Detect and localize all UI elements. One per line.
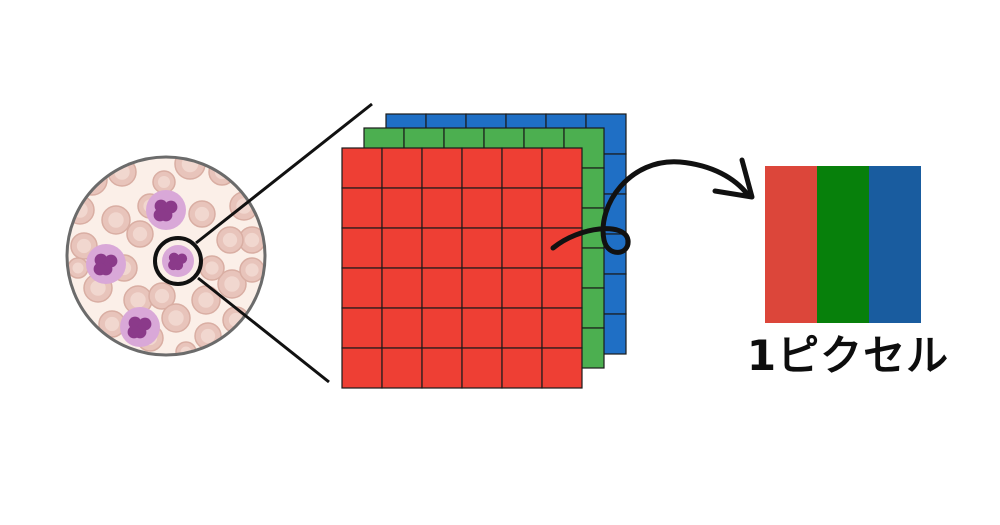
red-blood-cell-center [168, 310, 184, 326]
arrow-head [712, 157, 755, 200]
pixel-cell-red [541, 187, 583, 229]
pixel-cell-red [501, 147, 543, 189]
pixel-cell-red [341, 187, 383, 229]
red-blood-cell-center [76, 238, 92, 254]
red-blood-cell-center [130, 292, 146, 308]
magnifier-ring [153, 236, 203, 286]
white-blood-cell-nucleus [153, 208, 167, 222]
pixel-cell-red [341, 227, 383, 269]
pixel-cell-red [461, 267, 503, 309]
pixel-cell-red [541, 147, 583, 189]
pixel-cell-red [501, 267, 543, 309]
white-blood-cell-nucleus [168, 259, 179, 271]
red-blood-cell-center [194, 206, 210, 222]
pixel-cell-red [461, 227, 503, 269]
pixel-cell-red [541, 347, 583, 389]
red-blood-cell-center [224, 276, 240, 292]
red-blood-cell-center [200, 328, 216, 344]
red-blood-cell-center [154, 288, 170, 304]
blood-cells [67, 145, 265, 355]
pixel-cell-red [461, 307, 503, 349]
pixel-cell-red [421, 227, 463, 269]
red-blood-cell-center [90, 280, 106, 296]
red-blood-cell-center [108, 212, 124, 228]
arrow-curve [550, 159, 751, 255]
pixel-cell-red [381, 347, 423, 389]
pixel-cell-red [381, 187, 423, 229]
red-blood-cell-center [198, 292, 214, 308]
pixel-cell-red [541, 307, 583, 349]
pixel-cell-red [501, 187, 543, 229]
red-blood-cell [235, 157, 257, 161]
pixel-cell-red [341, 347, 383, 389]
pixel-cell-red [421, 267, 463, 309]
layer-red [341, 147, 583, 389]
red-blood-cell-center [205, 261, 219, 275]
zoom-line-top [195, 102, 373, 245]
red-blood-cell-center [222, 232, 238, 248]
red-blood-cell-center [72, 262, 84, 274]
white-blood-cell-nucleus [93, 262, 107, 276]
pixel-cell-red [421, 147, 463, 189]
pixel-cell-red [341, 307, 383, 349]
pixel-swatch [765, 166, 921, 323]
pixel-cell-red [421, 347, 463, 389]
pixel-cell-red [461, 147, 503, 189]
pixel-cell-red [341, 147, 383, 189]
pixel-cell-red [461, 347, 503, 389]
red-blood-cell-center [104, 316, 120, 332]
pixel-cell-red [541, 267, 583, 309]
pixel-cell-red [461, 187, 503, 229]
white-blood-cell-nucleus [127, 325, 141, 339]
red-blood-cell-center [244, 232, 260, 248]
pixel-cell-red [421, 187, 463, 229]
red-blood-cell-center [157, 175, 171, 189]
pixel-cell-red [501, 347, 543, 389]
pixel-bar-blue [869, 166, 921, 323]
pixel-cell-red [381, 307, 423, 349]
blood-smear-circle [65, 145, 267, 357]
red-blood-cell-center [132, 226, 148, 242]
smear-border [65, 155, 267, 357]
curved-arrow [550, 157, 755, 255]
red-blood-cell-center [245, 263, 259, 277]
pixel-cell-red [501, 227, 543, 269]
pixel-bar-green [817, 166, 869, 323]
zoom-line-bottom [197, 276, 330, 384]
pixel-cell-red [381, 147, 423, 189]
pixel-caption: 1ピクセル [746, 331, 950, 380]
red-blood-cell-center [241, 145, 252, 156]
pixel-cell-red [341, 267, 383, 309]
pixel-cell-red [501, 307, 543, 349]
pixel-cell-red [421, 307, 463, 349]
channel-layers [341, 113, 627, 389]
pixel-bar-red [765, 166, 817, 323]
pixel-cell-red [381, 227, 423, 269]
pixel-cell-red [381, 267, 423, 309]
